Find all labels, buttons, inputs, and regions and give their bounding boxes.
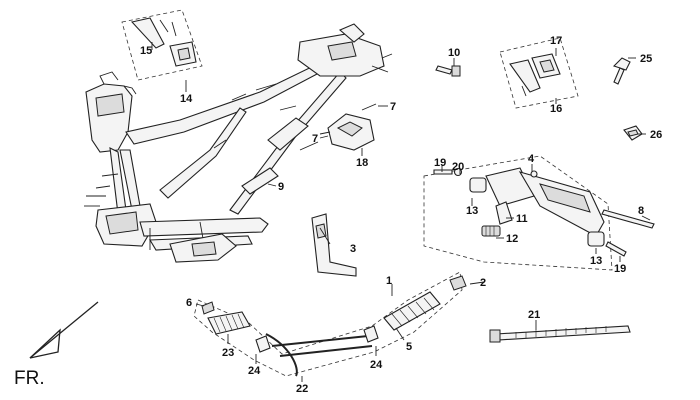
callout-19-top: 19 xyxy=(434,157,446,169)
callout-23: 23 xyxy=(222,347,234,359)
callout-11: 11 xyxy=(516,213,528,225)
callout-19-bottom: 19 xyxy=(614,263,626,275)
callout-5: 5 xyxy=(406,341,412,353)
callout-4: 4 xyxy=(528,153,535,165)
callout-17: 17 xyxy=(550,35,562,47)
front-direction-indicator: FR. xyxy=(14,301,99,389)
callout-3: 3 xyxy=(350,243,356,255)
callout-14: 14 xyxy=(180,93,193,105)
bolt-10 xyxy=(435,65,461,77)
callout-25: 25 xyxy=(640,53,652,65)
tube-assembly-1 xyxy=(193,271,467,377)
main-frame xyxy=(84,23,393,263)
bracket-3 xyxy=(311,213,357,277)
callout-6: 6 xyxy=(186,297,192,309)
callout-1: 1 xyxy=(386,275,392,287)
nut-26 xyxy=(623,125,643,141)
callout-7-top: 7 xyxy=(390,101,396,113)
callout-24-left: 24 xyxy=(248,365,261,377)
callout-9: 9 xyxy=(278,181,284,193)
callout-24-right: 24 xyxy=(370,359,383,371)
callout-leaders xyxy=(151,42,651,382)
callout-15: 15 xyxy=(140,45,152,57)
callout-20: 20 xyxy=(452,161,464,173)
callout-22: 22 xyxy=(296,383,308,395)
bracket-kit-17 xyxy=(499,37,579,109)
cable-tie-21 xyxy=(489,325,631,343)
callout-21: 21 xyxy=(528,309,540,321)
front-label: FR. xyxy=(14,368,45,389)
bolt-25 xyxy=(612,57,631,85)
bracket-kit-14 xyxy=(121,9,203,81)
callout-26: 26 xyxy=(650,129,662,141)
callout-16: 16 xyxy=(550,103,562,115)
main-stand-assembly xyxy=(423,155,655,271)
callout-2: 2 xyxy=(480,277,486,289)
callout-numbers: 1 2 3 4 5 6 7 7 8 9 10 11 12 13 13 14 15… xyxy=(140,35,662,395)
callout-8: 8 xyxy=(638,205,644,217)
callout-18: 18 xyxy=(356,157,368,169)
callout-13-left: 13 xyxy=(466,205,478,217)
callout-12: 12 xyxy=(506,233,518,245)
callout-7-left: 7 xyxy=(312,133,318,145)
callout-13-right: 13 xyxy=(590,255,602,267)
callout-10: 10 xyxy=(448,47,460,59)
bracket-18 xyxy=(319,103,377,151)
